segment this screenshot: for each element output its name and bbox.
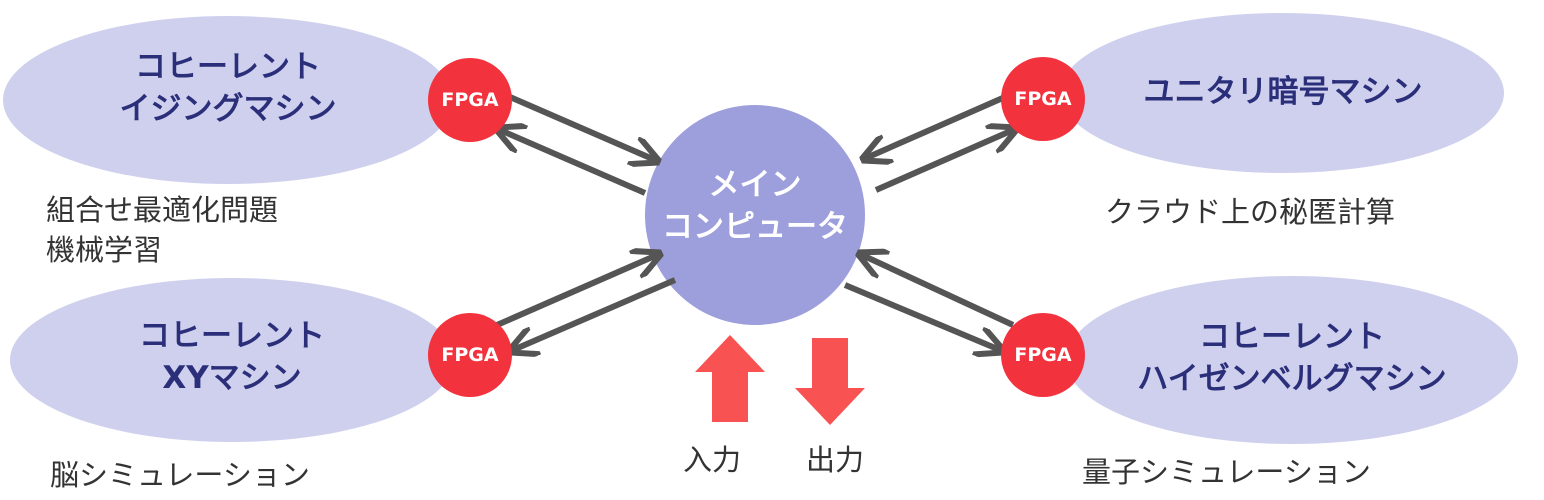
input-label: 入力	[683, 443, 742, 477]
connector-arrow-bl-out	[495, 255, 657, 328]
node-label-top-right-line1: ユニタリ暗号マシン	[1143, 74, 1423, 110]
center-node-label: メイン コンピュータ	[662, 164, 848, 248]
caption-bottom-left-line1: 脳シミュレーション	[50, 458, 310, 492]
fpga-bottom-left-label: FPGA	[441, 344, 499, 366]
caption-bottom-left: 脳シミュレーション	[50, 455, 310, 495]
center-node-circle	[645, 105, 865, 325]
node-label-bottom-right: コヒーレント ハイゼンベルグマシン	[1137, 316, 1446, 400]
ellipse-top-right	[1060, 13, 1504, 173]
fpga-bottom-right-circle	[1001, 313, 1085, 397]
connector-arrow-br-in	[862, 255, 1015, 328]
fpga-top-right-circle	[1001, 57, 1085, 141]
fpga-bottom-left-circle	[428, 313, 512, 397]
center-node-line2: コンピュータ	[662, 209, 848, 245]
node-label-bottom-left-line2: XYマシン	[162, 360, 302, 396]
node-label-top-left-line1: コヒーレント	[135, 49, 321, 85]
fpga-top-left-circle	[428, 58, 512, 142]
connector-arrow-tl-in	[500, 130, 647, 196]
caption-top-right-line1: クラウド上の秘匿計算	[1105, 195, 1396, 229]
node-label-top-right: ユニタリ暗号マシン	[1144, 71, 1423, 113]
node-label-top-left: コヒーレント イジングマシン	[120, 46, 337, 130]
connector-arrow-tl-out	[508, 94, 655, 160]
output-down-arrow	[795, 338, 865, 425]
node-label-bottom-right-line2: ハイゼンベルグマシン	[1137, 361, 1447, 397]
output-label: 出力	[806, 443, 865, 477]
fpga-top-left-label: FPGA	[441, 89, 499, 111]
connector-arrow-br-out	[843, 282, 1000, 350]
fpga-top-right-label: FPGA	[1014, 88, 1072, 110]
node-label-top-left-line2: イジングマシン	[119, 91, 337, 127]
caption-bottom-right: 量子シミュレーション	[1082, 452, 1371, 492]
node-label-bottom-left: コヒーレント XYマシン	[139, 315, 325, 399]
ellipse-bottom-right	[1066, 276, 1518, 444]
caption-top-left-line2: 機械学習	[46, 233, 163, 267]
connector-arrow-tr-in	[866, 94, 1007, 158]
connector-arrow-tr-out	[874, 130, 1013, 193]
caption-top-right: クラウド上の秘匿計算	[1105, 192, 1395, 232]
connector-arrow-bl-in	[513, 277, 677, 350]
caption-top-left-line1: 組合せ最適化問題	[46, 193, 279, 227]
input-up-arrow	[695, 335, 765, 422]
fpga-bottom-right-label: FPGA	[1014, 344, 1072, 366]
node-label-bottom-right-line1: コヒーレント	[1198, 319, 1385, 355]
ellipse-bottom-left	[10, 278, 454, 442]
ellipse-top-left	[3, 16, 453, 184]
caption-bottom-right-line1: 量子シミュレーション	[1082, 455, 1371, 489]
caption-top-left: 組合せ最適化問題 機械学習	[46, 190, 278, 270]
node-label-bottom-left-line1: コヒーレント	[139, 318, 325, 354]
center-node-line1: メイン	[708, 167, 802, 203]
